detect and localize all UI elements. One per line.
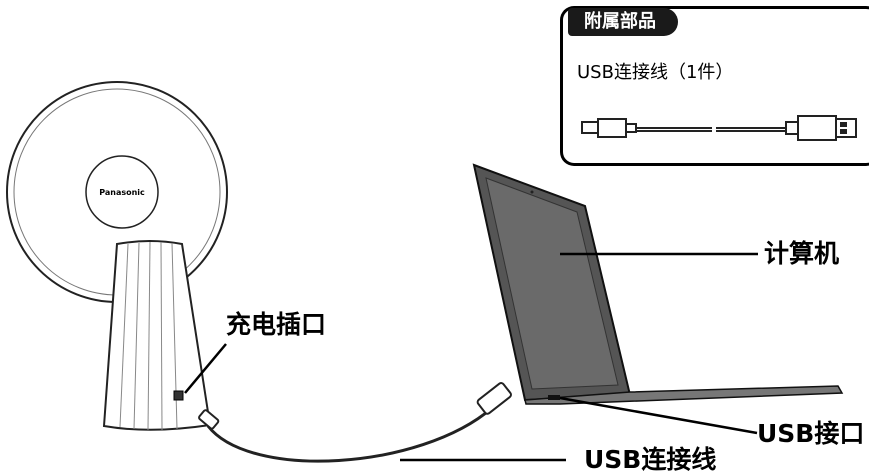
usb-port-label: USB接口 <box>757 419 865 448</box>
usb-cable-micro-plug <box>198 409 220 430</box>
charging-port-label: 充电插口 <box>226 310 327 339</box>
device-base-ribs <box>119 241 178 431</box>
usb-cable-a-plug <box>476 382 512 415</box>
usb-cable-label: USB连接线 <box>584 445 717 474</box>
charging-port-socket <box>173 390 184 401</box>
device-center-badge <box>85 155 159 229</box>
laptop-base <box>524 385 844 405</box>
leader-lines <box>184 252 758 462</box>
accessory-cable-illustration <box>581 115 857 141</box>
leader-usb-port <box>559 396 758 435</box>
usb-cable-wire <box>206 406 493 463</box>
accessory-box <box>560 6 869 166</box>
laptop-screen <box>485 177 619 390</box>
device-brand-logo: Panasonic <box>99 188 145 197</box>
accessory-item-label: USB连接线（1件） <box>577 62 734 83</box>
laptop-usb-port <box>548 395 560 400</box>
leader-charging-port <box>184 343 227 394</box>
laptop-camera <box>530 190 534 194</box>
usb-cable <box>198 382 512 463</box>
accessory-tag: 附属部品 <box>568 8 678 36</box>
device-illustration: Panasonic <box>6 81 228 431</box>
computer-label: 计算机 <box>764 239 840 268</box>
laptop-illustration <box>472 163 844 405</box>
